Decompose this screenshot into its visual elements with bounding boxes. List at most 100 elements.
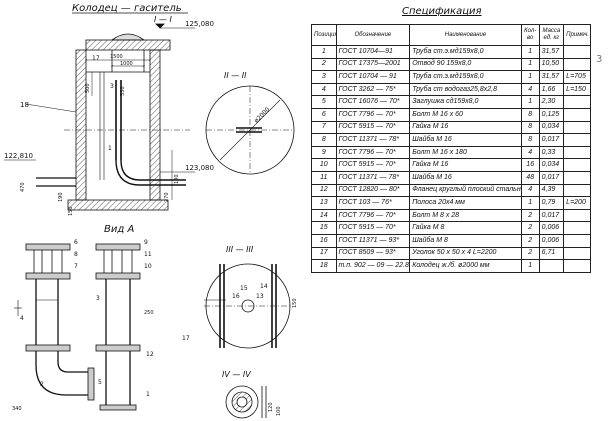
spec-cell-qty: 2: [520, 221, 540, 235]
spec-cell-code: ГОСТ 11371 — 93*: [335, 233, 411, 248]
section-label-3: III — III: [226, 245, 254, 254]
spec-cell-name: Труба ст водогаз25,8х2,8: [409, 82, 522, 97]
spec-cell-mass: 2,30: [538, 95, 565, 109]
dim-470: 470: [20, 182, 26, 192]
dim-1500: 1500: [110, 54, 123, 60]
spec-cell-qty: 2: [520, 246, 540, 261]
spec-cell-qty: 8: [520, 120, 540, 135]
spec-cell-pos: 16: [311, 233, 337, 248]
spec-cell-pos: 17: [311, 246, 337, 261]
top-elevation: 125,080: [185, 20, 214, 28]
spec-cell-name: Заглушка сд159х8,0: [409, 95, 522, 109]
callout-4: 4: [20, 315, 24, 322]
spec-cell-note: [563, 170, 591, 185]
callout-1-well: 1: [108, 145, 112, 152]
dim-150-b: 150: [292, 298, 298, 308]
spec-cell-note: L=150: [563, 82, 591, 97]
spec-cell-pos: 14: [311, 208, 337, 223]
spec-cell-mass: 31,57: [538, 70, 565, 84]
spec-cell-mass: 0,006: [538, 233, 565, 248]
spec-cell-qty: 2: [520, 208, 540, 223]
spec-title: Спецификация: [402, 6, 482, 17]
spec-cell-note: [563, 45, 591, 59]
section-2-plan: II — II ø2000: [205, 71, 295, 175]
well-section: Колодец — гаситель I — I 125,080: [4, 3, 214, 216]
spec-cell-mass: 1,66: [538, 82, 565, 97]
spec-header-code: Обозначение: [335, 24, 411, 46]
spec-cell-qty: 16: [520, 158, 540, 172]
callout-3-well: 3: [110, 83, 114, 90]
spec-header-qty: Кол-во: [520, 24, 540, 46]
spec-cell-mass: 0,017: [538, 133, 565, 147]
spec-cell-code: ГОСТ 7796 — 70*: [335, 107, 411, 122]
callout-7: 7: [74, 263, 78, 270]
section-label-2: II — II: [224, 71, 247, 80]
spec-cell-note: [563, 133, 591, 147]
spec-cell-name: Фланец круглый плоский стальной 150: [409, 183, 522, 198]
callout-16: 16: [232, 293, 240, 300]
spec-cell-name: Болт М 16 х 180: [409, 145, 522, 160]
spec-cell-pos: 3: [311, 70, 337, 84]
spec-cell-code: ГОСТ 8509 — 93*: [335, 246, 411, 261]
spec-cell-mass: 0,33: [538, 145, 565, 160]
spec-cell-note: [563, 208, 591, 223]
spec-cell-note: [563, 57, 591, 72]
section-3-plan: III — III 13 14 15 16 17 150: [182, 245, 298, 349]
main-title: Колодец — гаситель: [72, 3, 182, 14]
spec-cell-name: Отвод 90 159х8,0: [409, 57, 522, 72]
spec-cell-mass: 0,034: [538, 120, 565, 135]
spec-cell-code: ГОСТ 5915 — 70*: [335, 221, 411, 235]
spec-cell-note: L=200: [563, 196, 591, 210]
spec-cell-pos: 5: [311, 95, 337, 109]
callout-6: 6: [74, 239, 78, 246]
spec-cell-name: Уголок 50 х 50 х 4 L=2200: [409, 246, 522, 261]
spec-cell-pos: 7: [311, 120, 337, 135]
spec-cell-code: ГОСТ 10704—91: [335, 45, 411, 59]
spec-cell-code: ГОСТ 7796 — 70*: [335, 208, 411, 223]
spec-cell-mass: 0,017: [538, 208, 565, 223]
dim-1000: 1000: [120, 61, 133, 67]
spec-cell-pos: 6: [311, 107, 337, 122]
spec-cell-note: [563, 183, 591, 198]
spec-cell-mass: 31,57: [538, 45, 565, 59]
callout-13: 13: [256, 293, 264, 300]
spec-cell-code: ГОСТ 103 — 76*: [335, 196, 411, 210]
spec-cell-name: Полоса 20х4 мм: [409, 196, 522, 210]
spec-cell-name: Шайба М 8: [409, 233, 522, 248]
callout-9: 9: [144, 239, 148, 246]
view-a: Вид А 6 8 7 9 11 10 12 4 3 2: [12, 224, 154, 412]
spec-header-mass: Масса ед. кг: [538, 24, 565, 46]
spec-cell-pos: 13: [311, 196, 337, 210]
spec-cell-pos: 9: [311, 145, 337, 160]
bottom-elevation: 122,810: [4, 152, 33, 160]
callout-8: 8: [74, 251, 78, 258]
section-4-detail: IV — IV 120 100: [222, 370, 282, 419]
spec-cell-pos: 11: [311, 170, 337, 185]
spec-cell-name: Колодец ж./б. ø2000 мм: [409, 259, 522, 273]
callout-3: 3: [96, 295, 100, 302]
spec-cell-mass: 0,79: [538, 196, 565, 210]
spec-cell-code: т.п. 902 — 09 — 22.84: [335, 259, 411, 273]
spec-cell-pos: 4: [311, 82, 337, 97]
spec-cell-code: ГОСТ 16076 — 70*: [335, 95, 411, 109]
spec-cell-note: [563, 246, 591, 261]
spec-cell-code: ГОСТ 11371 — 78*: [335, 133, 411, 147]
spec-cell-qty: 1: [520, 45, 540, 59]
spec-cell-code: ГОСТ 7796 — 70*: [335, 145, 411, 160]
spec-header-pos: Позиция: [311, 24, 337, 46]
spec-cell-note: [563, 120, 591, 135]
spec-cell-name: Труба ст.э.мд159х8,0: [409, 45, 522, 59]
spec-cell-code: ГОСТ 3262 — 75*: [335, 82, 411, 97]
section-label-1: I — I: [154, 15, 172, 24]
